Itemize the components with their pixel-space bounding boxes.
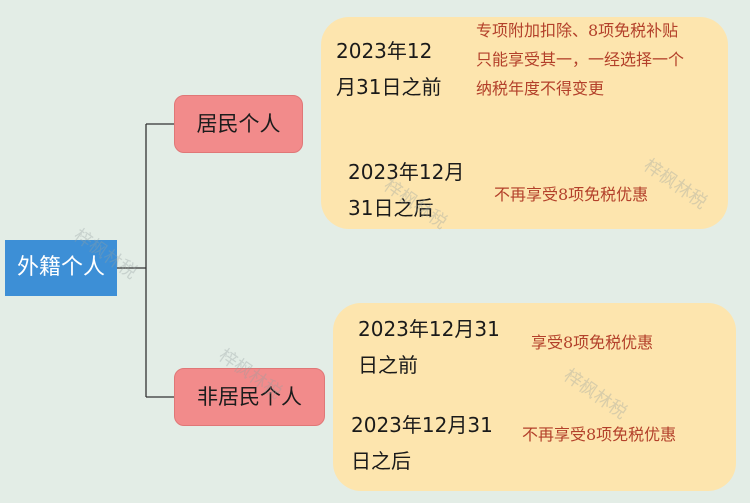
note-line: 不再享受8项免税优惠 — [494, 185, 649, 204]
date-line: 2023年12月31 — [351, 413, 493, 437]
resident-details-panel — [321, 17, 728, 229]
nonresident-before-date: 2023年12月31 日之前 — [358, 311, 500, 383]
note-line: 只能享受其一，一经选择一个 — [476, 50, 685, 69]
date-line: 月31日之前 — [336, 75, 442, 99]
branch-node-nonresident: 非居民个人 — [174, 368, 325, 426]
branch-node-resident: 居民个人 — [174, 95, 303, 153]
note-line: 不再享受8项免税优惠 — [522, 425, 677, 444]
note-line: 享受8项免税优惠 — [531, 333, 654, 352]
resident-after-date: 2023年12月 31日之后 — [348, 154, 464, 226]
date-line: 日之前 — [358, 353, 418, 377]
note-line: 专项附加扣除、8项免税补贴 — [476, 21, 679, 40]
note-line: 纳税年度不得变更 — [476, 79, 605, 98]
root-node-foreign-individual: 外籍个人 — [5, 240, 117, 296]
nonresident-after-note: 不再享受8项免税优惠 — [522, 420, 676, 449]
date-line: 2023年12月 — [348, 160, 465, 184]
nonresident-before-note: 享受8项免税优惠 — [531, 328, 653, 357]
resident-before-note: 专项附加扣除、8项免税补贴 只能享受其一，一经选择一个 纳税年度不得变更 — [476, 16, 684, 103]
date-line: 日之后 — [351, 449, 411, 473]
date-line: 2023年12月31 — [358, 317, 500, 341]
date-line: 31日之后 — [348, 196, 434, 220]
resident-before-date: 2023年12 月31日之前 — [336, 33, 441, 105]
nonresident-details-panel — [333, 303, 736, 491]
nonresident-after-date: 2023年12月31 日之后 — [351, 407, 493, 479]
resident-after-note: 不再享受8项免税优惠 — [494, 180, 648, 209]
date-line: 2023年12 — [336, 39, 433, 63]
